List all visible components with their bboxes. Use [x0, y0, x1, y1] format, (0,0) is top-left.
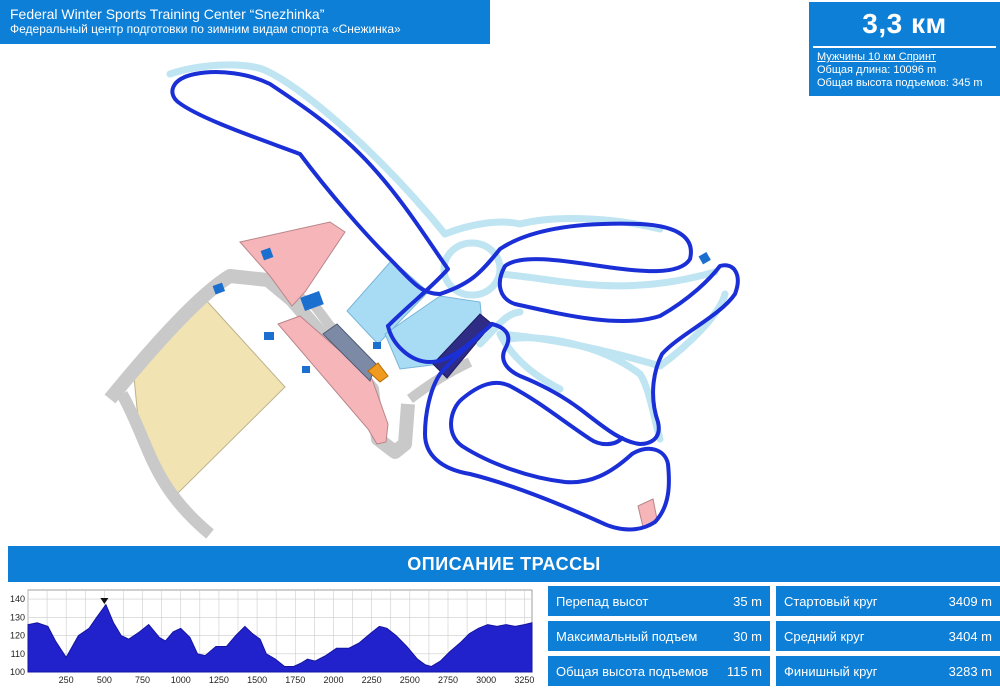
route-east-loop — [438, 221, 740, 446]
race-name: Мужчины 10 км Спринт — [817, 51, 937, 63]
distance-value: 3,3 км — [862, 8, 947, 39]
title-en: Federal Winter Sports Training Center “S… — [10, 6, 325, 22]
stat-value: 30 m — [733, 628, 762, 644]
small-building-2 — [260, 247, 274, 261]
stat-value: 3283 m — [948, 663, 992, 679]
small-building-5 — [302, 366, 310, 373]
stat-total-climb: Общая высота подъемов 115 m — [548, 656, 770, 686]
stat-elevation-diff: Перепад высот 35 m — [548, 586, 770, 616]
distance-box: 3,3 км Мужчины 10 км Спринт Общая длина:… — [809, 2, 1000, 96]
x-tick-label: 1750 — [285, 675, 305, 685]
y-tick-label: 140 — [10, 594, 25, 604]
elevation-area — [27, 603, 533, 673]
x-tick-label: 1000 — [171, 675, 191, 685]
x-tick-label: 2500 — [400, 675, 420, 685]
small-building-6 — [373, 342, 381, 349]
header-title-box: Federal Winter Sports Training Center “S… — [0, 0, 490, 44]
y-tick-label: 130 — [10, 612, 25, 622]
x-tick-label: 1500 — [247, 675, 267, 685]
small-building-4 — [264, 332, 274, 340]
stat-middle-lap: Средний круг 3404 m — [776, 621, 1000, 651]
stat-value: 115 m — [726, 663, 762, 679]
stat-label: Максимальный подъем — [556, 628, 698, 644]
total-climb: Общая высота подъемов: 345 m — [817, 77, 983, 89]
x-tick-label: 2750 — [438, 675, 458, 685]
stat-value: 3404 m — [948, 628, 992, 644]
stat-label: Средний круг — [784, 628, 865, 644]
route-south-loop — [423, 322, 671, 532]
y-tick-label: 120 — [10, 631, 25, 641]
y-tick-label: 110 — [11, 649, 25, 659]
course-map — [104, 61, 740, 539]
small-building-3 — [300, 291, 324, 311]
stat-finish-lap: Финишный круг 3283 m — [776, 656, 1000, 686]
distance-divider — [813, 46, 996, 48]
stat-label: Финишный круг — [784, 663, 878, 679]
stat-start-lap: Стартовый круг 3409 m — [776, 586, 1000, 616]
x-tick-label: 250 — [59, 675, 74, 685]
stat-label: Стартовый круг — [784, 593, 878, 609]
orange-box — [367, 362, 389, 383]
section-title: ОПИСАНИЕ ТРАССЫ — [8, 546, 1000, 582]
stat-label: Перепад высот — [556, 593, 649, 609]
peak-marker — [100, 598, 109, 604]
x-tick-label: 2000 — [323, 675, 343, 685]
x-tick-label: 500 — [97, 675, 112, 685]
stats-panel: Перепад высот 35 m Стартовый круг 3409 m… — [548, 586, 1000, 689]
x-tick-label: 1250 — [209, 675, 229, 685]
elevation-profile: 100 110 120 130 140 250 500 750 1000 1250 1500 1750… — [10, 589, 534, 685]
route-north-loop — [170, 70, 450, 328]
race-route — [170, 70, 740, 532]
stat-value: 35 m — [733, 593, 762, 609]
y-tick-label: 100 — [10, 667, 25, 677]
building-north — [239, 221, 346, 307]
x-tick-label: 3000 — [476, 675, 496, 685]
total-length: Общая длина: 10096 m — [817, 64, 937, 76]
title-ru: Федеральный центр подготовки по зимним в… — [10, 22, 401, 36]
route-stadium-link — [386, 322, 494, 364]
stat-max-climb: Максимальный подъем 30 m — [548, 621, 770, 651]
building-stadium — [277, 315, 389, 445]
x-tick-label: 750 — [135, 675, 150, 685]
small-building-1 — [212, 282, 226, 295]
x-tick-label: 3250 — [514, 675, 534, 685]
x-tick-label: 2250 — [362, 675, 382, 685]
stat-label: Общая высота подъемов — [556, 663, 709, 679]
distance-info: Мужчины 10 км Спринт Общая длина: 10096 … — [809, 48, 1000, 93]
stat-value: 3409 m — [948, 593, 992, 609]
lower-road — [116, 391, 214, 539]
small-building-7 — [698, 252, 711, 265]
